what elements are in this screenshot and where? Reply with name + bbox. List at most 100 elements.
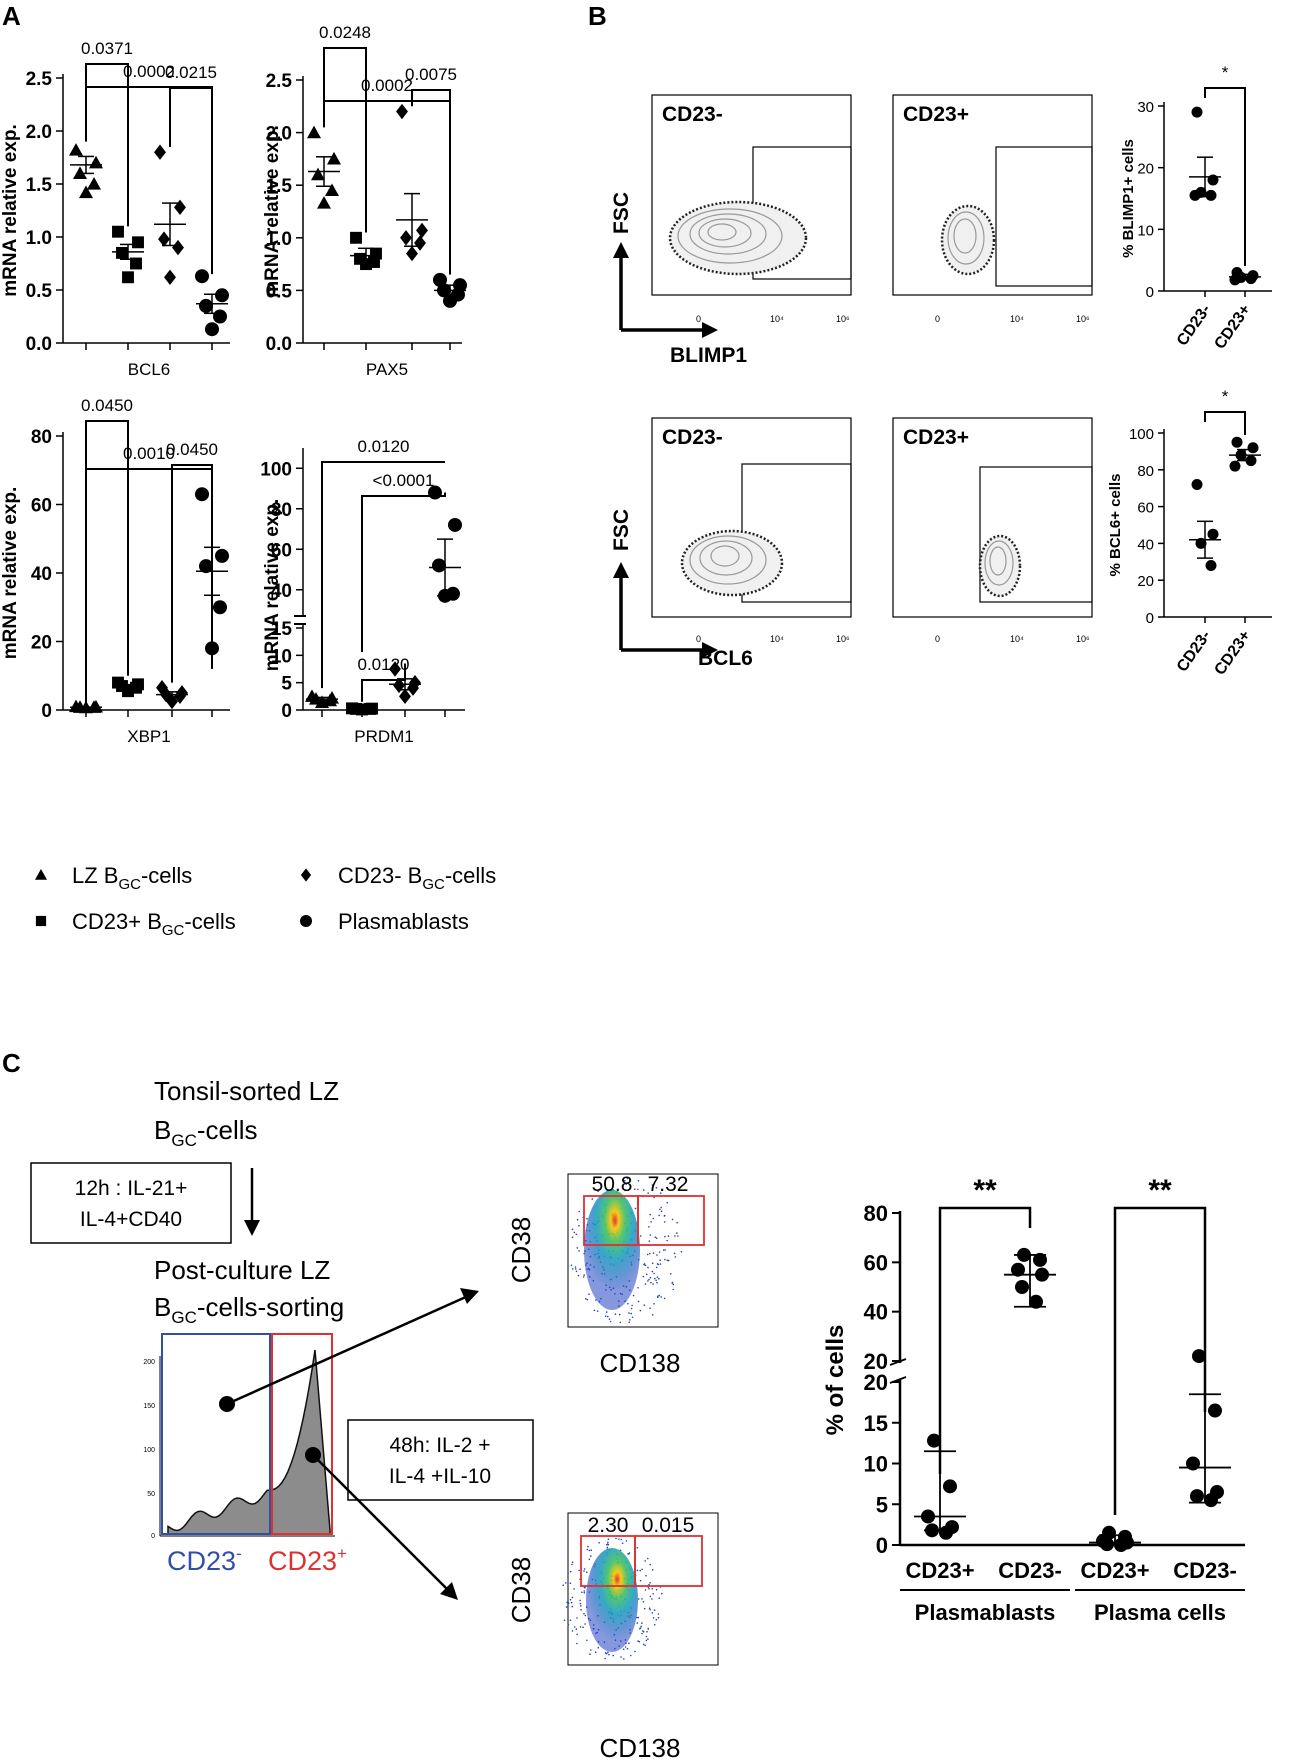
- y-axis-label: mRNA relative exp.: [0, 124, 21, 296]
- density-dot: [569, 1619, 572, 1621]
- y-tick-label: 10: [864, 1452, 888, 1477]
- density-dot: [638, 1640, 641, 1643]
- y-axis-label: mRNA relative exp.: [262, 125, 283, 297]
- data-point: [154, 144, 166, 160]
- density-dot: [626, 1177, 629, 1180]
- data-point: [122, 685, 134, 698]
- data-point: [1247, 442, 1259, 454]
- y-tick-label: 10: [1137, 222, 1154, 239]
- data-point: [400, 230, 412, 246]
- svg-text:LZ BGC-cells: LZ BGC-cells: [72, 863, 192, 893]
- significance-bracket: [1204, 411, 1246, 435]
- y-tick-label: 1.0: [266, 229, 292, 250]
- density-cloud: [586, 1548, 638, 1652]
- density-dot: [571, 1236, 574, 1239]
- density-dot: [584, 1614, 587, 1617]
- density-dot: [666, 1201, 669, 1204]
- density-dot: [575, 1270, 578, 1273]
- arrow-right-icon: [702, 642, 718, 658]
- y-tick-label: 100: [260, 459, 292, 480]
- density-dot: [580, 1605, 582, 1607]
- density-dot: [649, 1595, 652, 1598]
- contour-cloud: [680, 529, 784, 597]
- density-dot: [658, 1278, 660, 1280]
- density-dot: [578, 1224, 580, 1227]
- schematic-title-suffix: -cells: [197, 1115, 258, 1145]
- density-dot: [576, 1218, 579, 1221]
- density-dot: [606, 1544, 608, 1546]
- significance-label: <0.0001: [373, 471, 435, 490]
- arrow-line: [226, 1294, 469, 1406]
- density-dot: [647, 1638, 649, 1640]
- x-tick-label: CD23-: [1174, 628, 1214, 676]
- density-dot: [576, 1247, 579, 1249]
- group-label: Plasma cells: [1094, 1600, 1226, 1625]
- density-dot: [658, 1251, 661, 1253]
- density-dot: [571, 1605, 573, 1608]
- density-dot: [608, 1318, 611, 1320]
- density-dot: [626, 1647, 629, 1650]
- significance-label: **: [973, 1174, 997, 1207]
- density-ylabel: CD38: [506, 1217, 536, 1283]
- legend-label-cd23pos: CD23+ B: [72, 909, 162, 934]
- density-dot: [642, 1643, 645, 1646]
- density-dot: [593, 1309, 596, 1312]
- arrow-up-icon: [613, 562, 629, 578]
- density-frame: [567, 1173, 719, 1328]
- density-dot: [658, 1597, 661, 1599]
- density-dot: [659, 1208, 661, 1211]
- significance-label: 0.0002: [361, 76, 413, 95]
- density-dot: [605, 1652, 608, 1655]
- density-dot: [586, 1639, 588, 1642]
- density-dot: [628, 1642, 630, 1644]
- density-dot: [567, 1624, 570, 1626]
- data-point: [213, 309, 227, 324]
- density-dot: [657, 1295, 659, 1297]
- y-tick-label: 15: [864, 1411, 888, 1436]
- contour-cloud: [668, 200, 808, 276]
- cd23-histogram: 200 150 100 50 0 CD23- CD23+: [143, 1333, 347, 1576]
- data-point: [35, 915, 47, 927]
- data-point: [156, 680, 168, 696]
- panel-letter-b: B: [588, 1, 607, 31]
- density-dot: [655, 1618, 658, 1621]
- y-tick-label: 40: [1137, 536, 1154, 553]
- density-dot: [618, 1313, 621, 1316]
- significance-label: 0.0371: [81, 39, 133, 58]
- legend-suffix-cd23pos: -cells: [184, 909, 235, 934]
- data-point: [174, 688, 186, 704]
- y-tick-label: 1.0: [26, 228, 52, 249]
- arrow-up-icon: [613, 242, 629, 258]
- density-dot: [583, 1568, 586, 1570]
- density-dot: [671, 1281, 674, 1284]
- density-dot: [589, 1653, 591, 1655]
- flow-plot-blimp1-cd23neg: CD23- 0 10⁴ 10⁶: [651, 94, 852, 324]
- flow-bcl6-row: CD23- 0 10⁴ 10⁶ CD23+ 0 10⁴ 10⁶ FSC BCL6: [610, 417, 1093, 670]
- density-dot: [598, 1542, 600, 1544]
- data-point: [1015, 1280, 1029, 1294]
- flow-tick: 10⁴: [1010, 634, 1024, 644]
- density-dot: [666, 1259, 669, 1262]
- y-tick-label: 40: [31, 564, 52, 585]
- density-dot: [676, 1232, 678, 1234]
- legend-label-plasmablasts: Plasmablasts: [338, 909, 469, 934]
- density-dot: [628, 1312, 630, 1314]
- density-dot: [570, 1601, 573, 1604]
- y-tick-label: 100: [1129, 426, 1154, 443]
- density-plot-top: 50.8 7.32 CD38 CD138: [506, 1173, 719, 1378]
- legend-label-lz: LZ B: [72, 863, 118, 888]
- schematic-post-sub: GC: [171, 1308, 197, 1327]
- flow-tick: 0: [696, 634, 701, 644]
- density-dot: [636, 1569, 639, 1572]
- significance-label: 0.0450: [81, 396, 133, 415]
- density-dot: [583, 1586, 586, 1589]
- culture-box-12h: [30, 1162, 232, 1244]
- density-dot: [594, 1651, 597, 1653]
- density-dot: [637, 1598, 640, 1600]
- significance-bracket: [321, 461, 445, 689]
- data-point: [158, 231, 170, 247]
- density-dot: [575, 1233, 578, 1236]
- density-dot: [628, 1321, 631, 1324]
